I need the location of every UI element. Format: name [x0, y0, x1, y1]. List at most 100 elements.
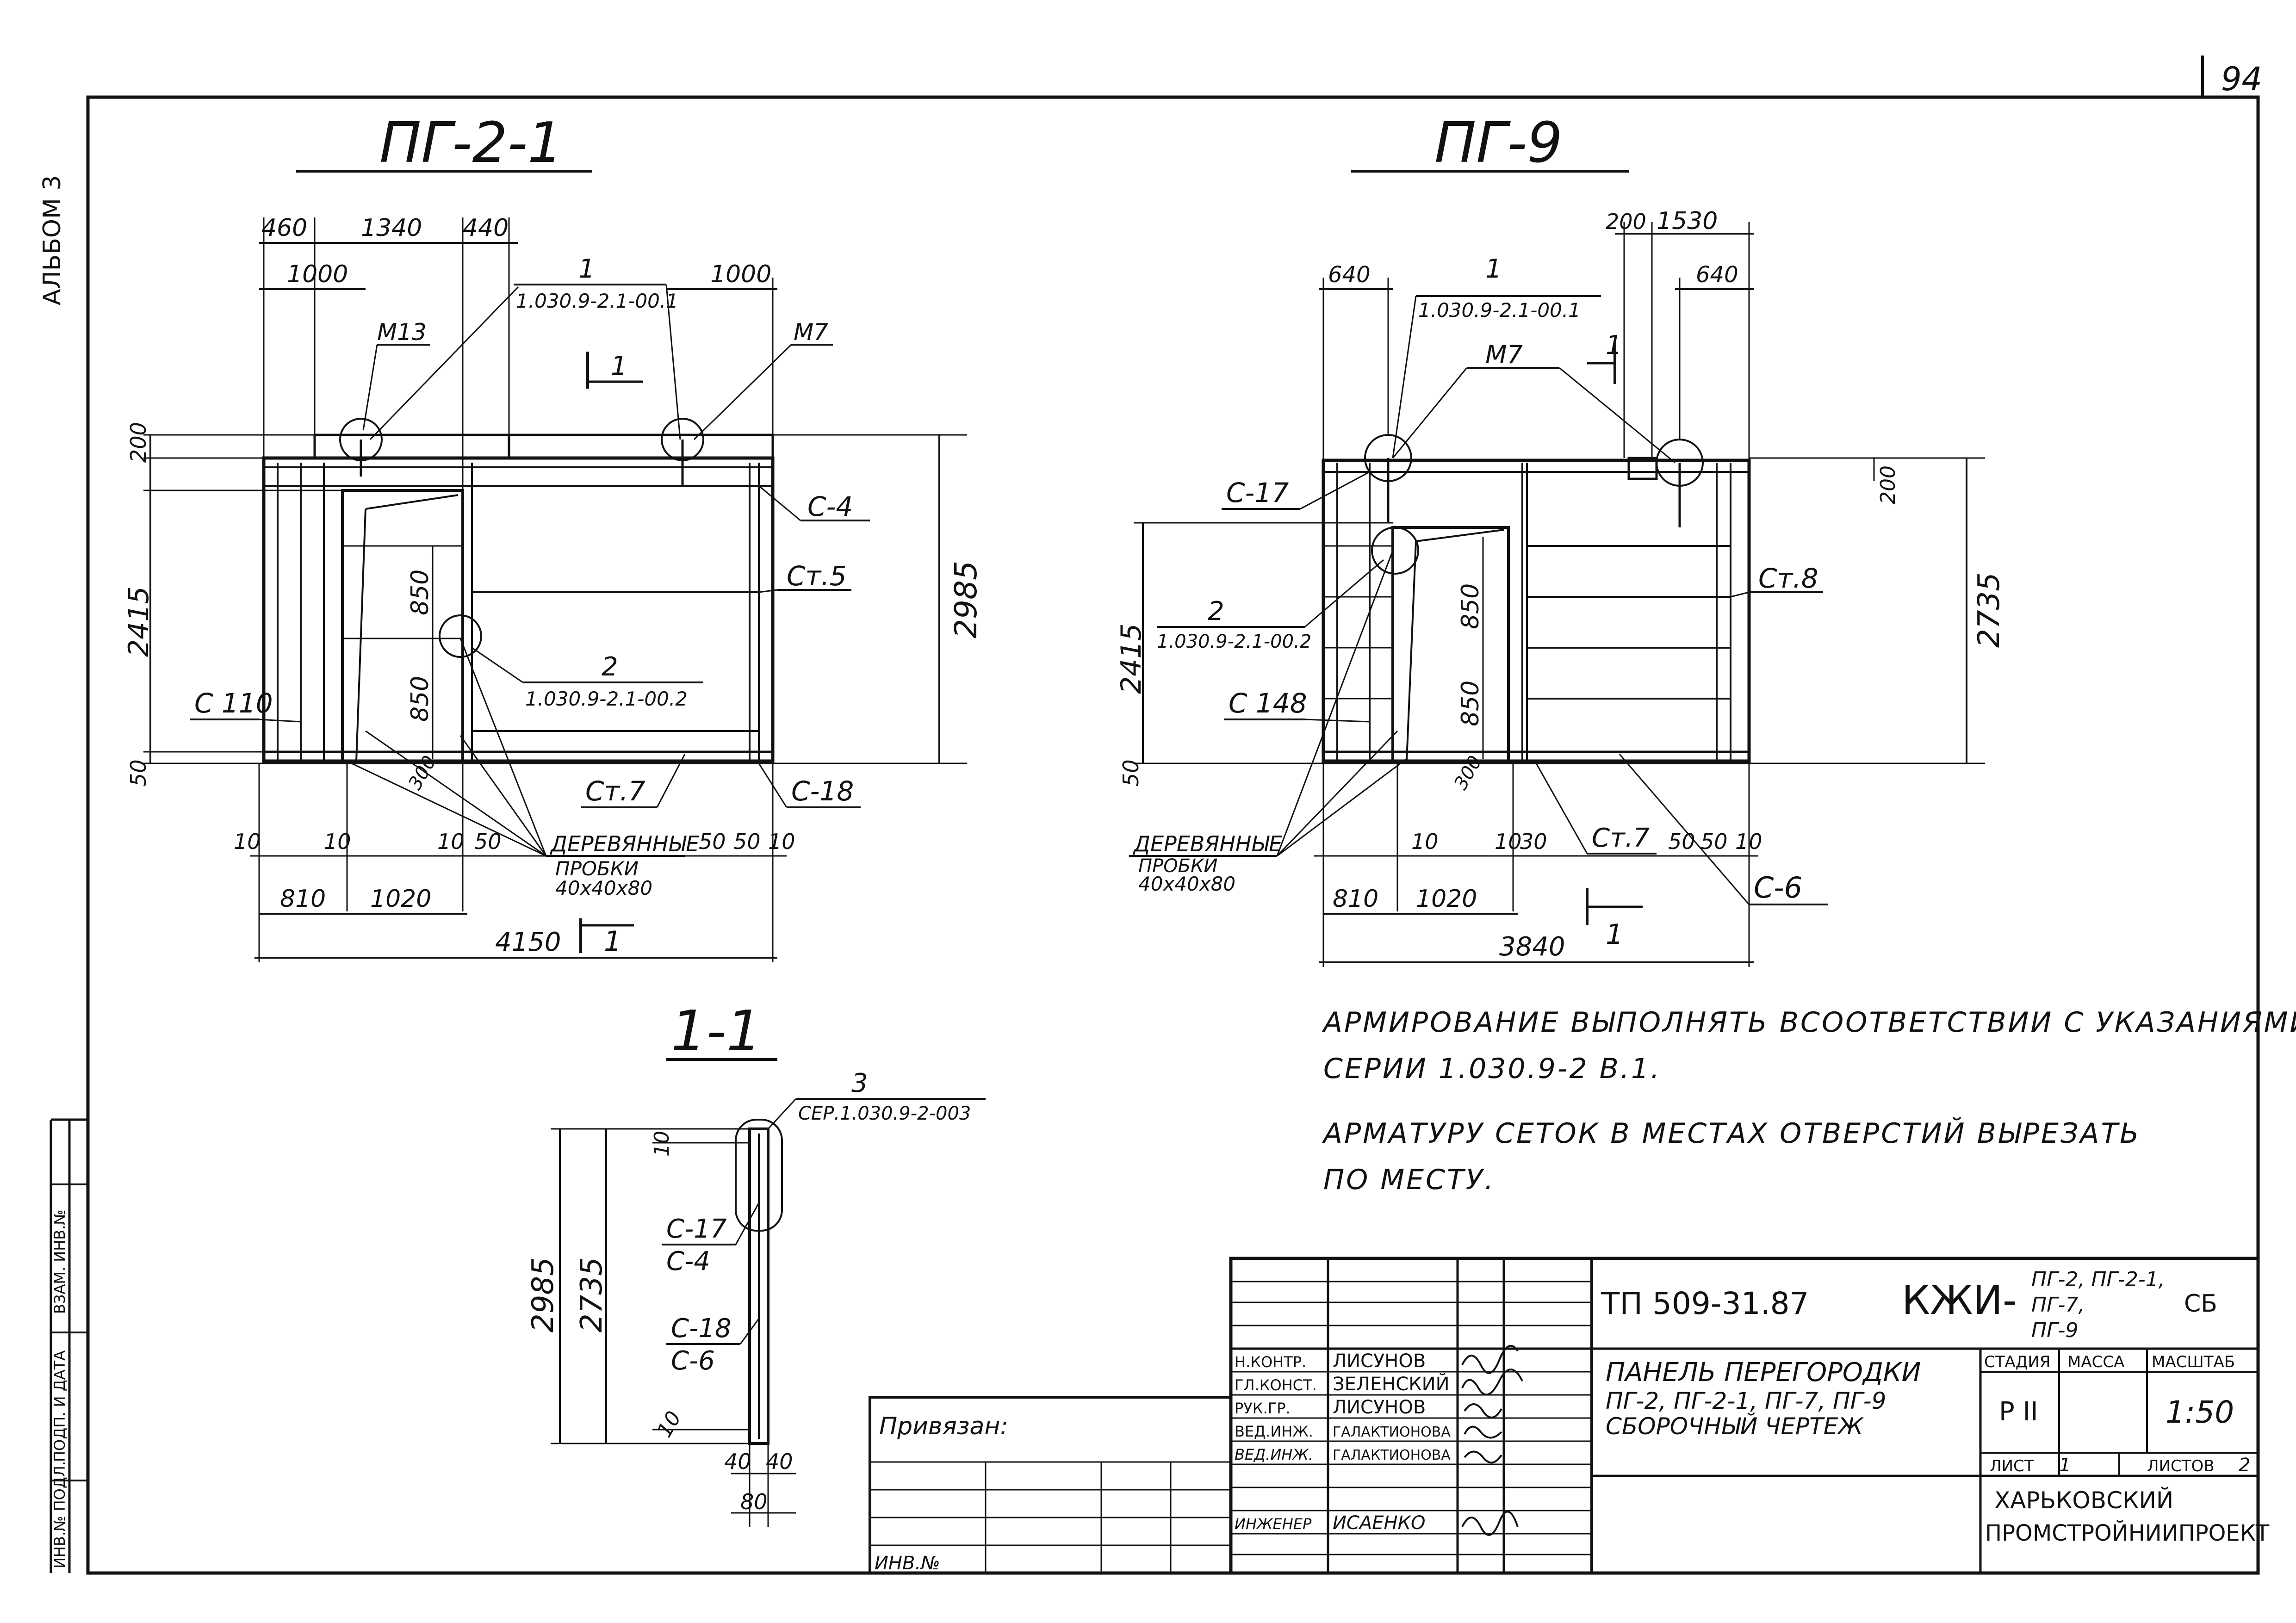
org-line-2: ПРОМСТРОЙНИИПРОЕКТ	[1985, 1520, 2270, 1546]
pg21-callout-2-ref: 1.030.9-2.1-00.2	[525, 688, 688, 710]
pg9-section-mark: 1	[1606, 330, 1622, 360]
section-11-dim-2735: 2735	[575, 1257, 609, 1332]
stage-header: СТАДИЯ	[1984, 1353, 2050, 1371]
signer-name-1: ЗЕЛЕНСКИЙ	[1333, 1373, 1450, 1395]
pg9-dim-50: 50	[1118, 759, 1143, 787]
pg21-wood-2: ПРОБКИ	[555, 857, 639, 880]
pg9-c6: С-6	[1754, 871, 1802, 904]
signature-3	[1464, 1425, 1502, 1439]
signer-role-4: ВЕД.ИНЖ.	[1235, 1446, 1313, 1463]
pg21-dim-2415: 2415	[123, 586, 155, 657]
mass-header: МАССА	[2067, 1353, 2124, 1371]
pg9-st7: Ст.7	[1592, 823, 1650, 853]
pg21-callout-2-num: 2	[602, 652, 618, 682]
signer-name-3: ГАЛАКТИОНОВА	[1333, 1424, 1451, 1440]
pg9-wood-2: ПРОБКИ	[1138, 855, 1217, 877]
pg9-callout-2-ref: 1.030.9-2.1-00.2	[1157, 631, 1311, 652]
note-line-1: АРМИРОВАНИЕ ВЫПОЛНЯТЬ ВСООТВЕТСТВИИ С УК…	[1322, 1006, 2296, 1039]
section-11-dim-2985: 2985	[526, 1257, 560, 1332]
pg21-c110: С 110	[194, 688, 273, 719]
pg9-dim-850-b: 850	[1457, 681, 1484, 726]
sheet-frame: 94 АЛЬБОМ 3	[38, 56, 2262, 1575]
view-pg-9: ПГ-9 200 1	[1115, 111, 2006, 967]
signer-role-5: ИНЖЕНЕР	[1235, 1515, 1312, 1533]
strip-label-vzam: ВЗАМ. ИНВ.№	[51, 1209, 68, 1314]
pg21-dim-50: 50	[126, 759, 151, 787]
signature-2	[1464, 1403, 1502, 1419]
pg21-dim-small-6: 10	[768, 829, 795, 854]
pg21-section-mark: 1	[611, 351, 627, 381]
pg21-dim-4150: 4150	[495, 927, 561, 957]
pg9-dim-640-left: 640	[1328, 262, 1371, 288]
marks-line-2: ПГ-7,	[2031, 1293, 2085, 1317]
signature-1	[1461, 1369, 1523, 1396]
signer-role-0: Н.КОНТР.	[1235, 1353, 1306, 1371]
signature-5	[1461, 1511, 1519, 1536]
pg21-dim-440: 440	[463, 214, 509, 242]
pg21-dim-810: 810	[280, 885, 326, 913]
view-pg-2-1: ПГ-2-1	[123, 111, 984, 962]
strip-label-podp: ПОДП. И ДАТА	[51, 1350, 68, 1462]
pg9-callout-2-num: 2	[1208, 596, 1224, 626]
pg9-dim-small-0: 10	[1411, 829, 1439, 854]
pg21-dim-1340: 1340	[361, 214, 422, 242]
pg21-dim-850-b: 850	[406, 676, 434, 722]
stage-value: Р II	[1999, 1397, 2038, 1427]
pg9-dim-300: 300	[1450, 752, 1486, 793]
inv-no-label: ИНВ.№	[875, 1553, 940, 1574]
section-11-dim-80: 80	[740, 1489, 768, 1514]
pg9-dim-200r: 200	[1876, 465, 1900, 504]
pg21-dim-1000-left: 1000	[287, 260, 348, 288]
pg9-wood-3: 40х40х80	[1138, 873, 1235, 895]
pg9-dim-small-5: 10	[1735, 829, 1762, 854]
pg9-dim-850-a: 850	[1457, 583, 1484, 629]
pg21-dim-2985: 2985	[948, 561, 984, 638]
pg9-dim-810: 810	[1333, 885, 1378, 913]
section-11-dim-40b: 40	[766, 1449, 793, 1474]
pg21-dim-small-5: 50	[733, 829, 761, 854]
page-number: 94	[2221, 60, 2262, 98]
pg21-dim-1020: 1020	[370, 885, 431, 913]
pg9-c17: С-17	[1226, 477, 1289, 508]
pg21-dim-460: 460	[261, 214, 307, 242]
signature-4	[1464, 1450, 1502, 1464]
section-11-callout-3-num: 3	[851, 1068, 868, 1098]
pg21-c4: С-4	[807, 491, 853, 522]
pg9-dim-small-3: 50	[1668, 829, 1695, 854]
section-11-dim-40a: 40	[724, 1449, 751, 1474]
pg21-dim-small-4: 50	[699, 829, 726, 854]
signer-name-5: ИСАЕНКО	[1333, 1512, 1425, 1534]
strip-label-inv: ИНВ.№ ПОДЛ.	[51, 1461, 68, 1568]
privyazan-label: Привязан:	[879, 1412, 1008, 1440]
pg21-wood-3: 40х40х80	[555, 877, 652, 899]
section-11-dim-10-bottom: 10	[652, 1407, 686, 1442]
section-11-c6: С-6	[671, 1346, 715, 1376]
view-pg21-title: ПГ-2-1	[379, 111, 563, 175]
marks-line-1: ПГ-2, ПГ-2-1,	[2031, 1268, 2165, 1291]
pg9-dim-2735: 2735	[1972, 572, 2006, 648]
sheets-label: ЛИСТОВ	[2147, 1457, 2215, 1475]
signature-0	[1461, 1344, 1519, 1374]
pg9-wood-1: ДЕРЕВЯННЫЕ	[1133, 831, 1282, 856]
pg21-m13: М13	[377, 319, 427, 346]
pg21-callout-1-num: 1	[578, 254, 595, 284]
pg21-st5: Ст.5	[787, 560, 847, 592]
scale-header: МАСШТАБ	[2152, 1353, 2235, 1371]
section-11-c4: С-4	[666, 1246, 710, 1276]
pg21-dim-small-1: 10	[324, 829, 351, 854]
signer-name-0: ЛИСУНОВ	[1333, 1350, 1426, 1372]
org-line-1: ХАРЬКОВСКИЙ	[1994, 1487, 2173, 1514]
notes: АРМИРОВАНИЕ ВЫПОЛНЯТЬ ВСООТВЕТСТВИИ С УК…	[1322, 1006, 2296, 1196]
name-line-2: ПГ-2, ПГ-2-1, ПГ-7, ПГ-9	[1606, 1388, 1886, 1414]
section-1-1: 1-1 3 СЕР.1.030.9-2-003 10 10 2985 2735 …	[526, 999, 986, 1527]
pg9-section-mark-bottom: 1	[1606, 918, 1623, 951]
pg9-c148: С 148	[1229, 688, 1307, 719]
sheets-value: 2	[2239, 1455, 2250, 1476]
doc-code: ТП 509-31.87	[1601, 1286, 1809, 1321]
pg21-wood-1: ДЕРЕВЯННЫЕ	[550, 831, 699, 856]
pg21-dim-850-a: 850	[406, 570, 434, 615]
pg21-dim-small-0: 10	[234, 829, 261, 854]
note-line-4: ПО МЕСТУ.	[1323, 1164, 1495, 1196]
view-pg9-title: ПГ-9	[1434, 111, 1563, 175]
